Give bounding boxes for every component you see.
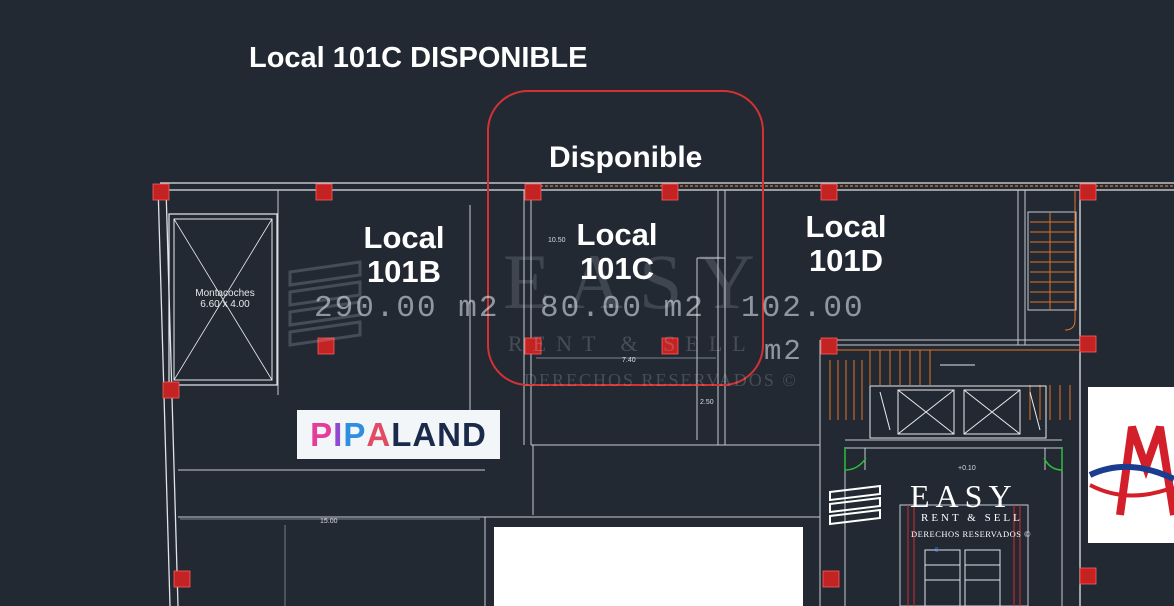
unit-101b-line2: 101B xyxy=(366,254,442,289)
car-lift-name: Montacoches xyxy=(195,288,255,299)
pipaland-letter-3: P xyxy=(343,416,367,453)
unit-label-101d[interactable]: Local 101D xyxy=(792,210,900,278)
unit-101d-line1: Local xyxy=(805,209,887,244)
pipaland-letter-4: A xyxy=(366,416,392,453)
unit-101d-line2: 101D xyxy=(808,243,884,278)
pipaland-letter-1: P xyxy=(310,416,334,453)
car-lift-size: 6.60 x 4.00 xyxy=(200,299,250,310)
area-101d: 102.00 xyxy=(741,291,865,326)
elevators xyxy=(869,385,1047,439)
easy-logo-rights: DERECHOS RESERVADOS © xyxy=(911,529,1032,539)
pipaland-logo: P I P A LAND xyxy=(297,410,500,459)
dim-2-50: 2.50 xyxy=(700,399,714,406)
watermark-subtitle: RENT & SELL xyxy=(508,331,756,356)
unit-label-101c[interactable]: Local 101C xyxy=(563,218,671,286)
staircase-upper xyxy=(1027,190,1077,331)
pipaland-letter-rest: LAND xyxy=(391,416,487,453)
page-title: Local 101C DISPONIBLE xyxy=(249,42,588,74)
watermark-logo-icon xyxy=(288,260,362,347)
easy-logo-icon xyxy=(829,484,881,526)
escalator xyxy=(899,504,1029,606)
availability-label: Disponible xyxy=(549,141,703,174)
dim-15-00: 15.00 xyxy=(320,518,338,525)
pipaland-letter-2: I xyxy=(333,416,344,453)
car-lift-label: Montacoches 6.60 x 4.00 xyxy=(180,288,270,310)
adjacent-block xyxy=(494,527,803,606)
staircase-lower xyxy=(829,349,1080,420)
dimension-lines xyxy=(180,357,716,606)
dimension-labels: 10.50 7.40 15.00 2.50 +0.10 5 xyxy=(320,237,976,554)
dim-7-40: 7.40 xyxy=(622,357,636,364)
dim-10-50: 10.50 xyxy=(548,237,566,244)
interior-walls xyxy=(178,190,1080,606)
door-arcs xyxy=(844,447,1063,471)
highlight-frame xyxy=(487,90,764,386)
easy-logo-name: EASY xyxy=(910,478,1018,514)
easy-logo-subtitle: RENT & SELL xyxy=(921,512,1023,524)
unit-101c-line1: Local xyxy=(576,217,658,252)
watermark-name: EASY xyxy=(503,238,771,325)
dim-level: +0.10 xyxy=(958,465,976,472)
partial-brand-logo xyxy=(1088,387,1174,543)
dim-escalator: 5 xyxy=(935,547,939,554)
watermark-rights: DERECHOS RESERVADOS © xyxy=(524,370,798,390)
area-101d-unit: m2 xyxy=(764,335,803,368)
unit-101b-line1: Local xyxy=(363,220,445,255)
unit-101c-line2: 101C xyxy=(579,251,655,286)
brand-mark-icon xyxy=(1088,425,1174,516)
car-lift xyxy=(168,213,278,386)
unit-label-101b[interactable]: Local 101B xyxy=(352,221,456,289)
area-101c: 80.00 m2 xyxy=(540,291,705,326)
area-101b: 290.00 m2 xyxy=(314,291,500,326)
structural-columns xyxy=(152,183,1097,588)
